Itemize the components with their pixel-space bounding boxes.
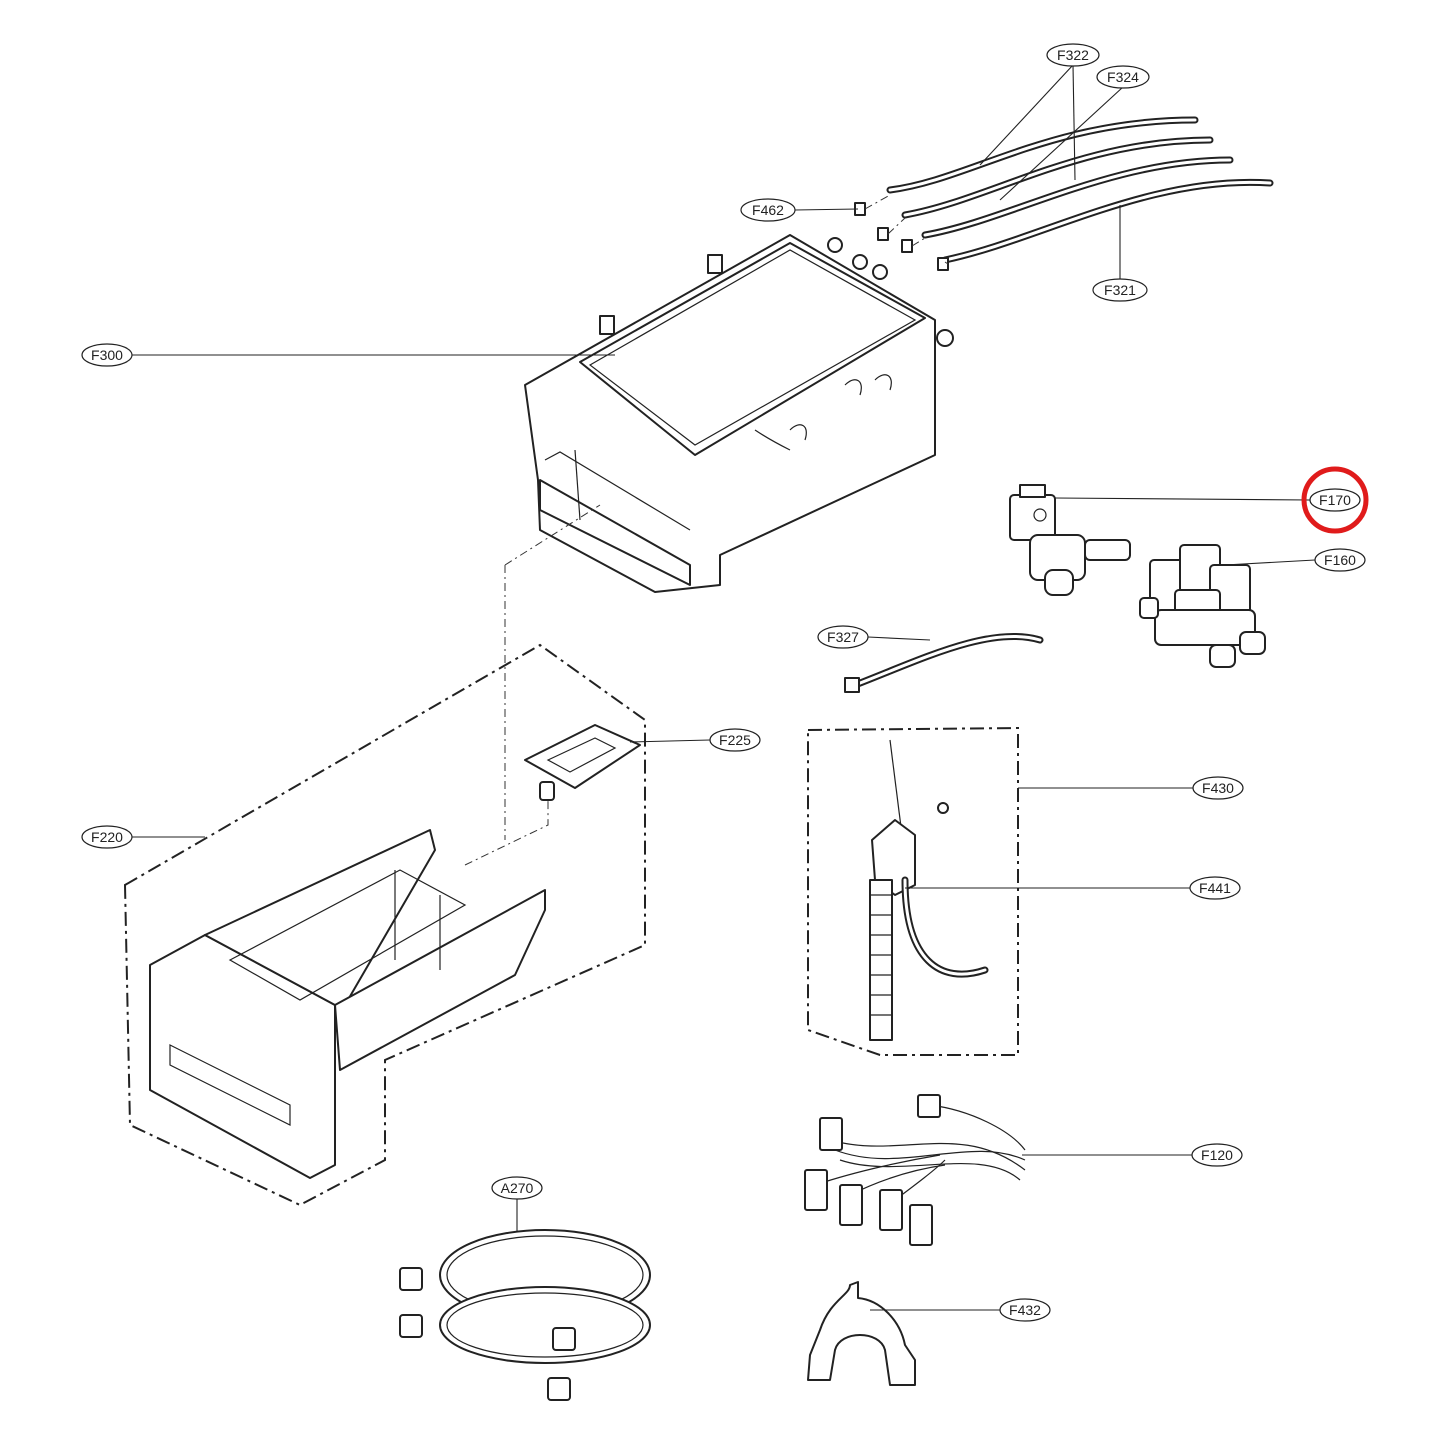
- label-F220[interactable]: F220: [81, 825, 133, 849]
- svg-text:F327: F327: [827, 629, 859, 645]
- label-F430[interactable]: F430: [1192, 776, 1244, 800]
- svg-text:F462: F462: [752, 202, 784, 218]
- label-F225[interactable]: F225: [709, 728, 761, 752]
- water-valve-single: [1009, 484, 1131, 596]
- svg-text:F170: F170: [1319, 492, 1351, 508]
- svg-text:F322: F322: [1057, 47, 1089, 63]
- label-F321[interactable]: F321: [1092, 278, 1148, 302]
- label-F120[interactable]: F120: [1191, 1143, 1243, 1167]
- siphon-cap: [524, 724, 641, 801]
- leader-lines: [132, 64, 1316, 1311]
- label-F432[interactable]: F432: [999, 1298, 1051, 1322]
- label-F327[interactable]: F327: [817, 625, 869, 649]
- hose-guide: [807, 1281, 916, 1386]
- svg-text:F160: F160: [1324, 552, 1356, 568]
- detergent-drawer: [149, 829, 546, 1179]
- label-F441[interactable]: F441: [1189, 876, 1241, 900]
- inlet-hoses: [886, 116, 1274, 264]
- svg-text:F430: F430: [1202, 780, 1234, 796]
- dispenser-housing: [524, 234, 954, 593]
- svg-text:F321: F321: [1104, 282, 1136, 298]
- svg-text:F324: F324: [1107, 69, 1139, 85]
- label-F324[interactable]: F324: [1096, 65, 1150, 89]
- svg-text:A270: A270: [501, 1180, 534, 1196]
- svg-text:F300: F300: [91, 347, 123, 363]
- svg-text:F441: F441: [1199, 880, 1231, 896]
- svg-text:F432: F432: [1009, 1302, 1041, 1318]
- small-hose: [844, 633, 1044, 693]
- svg-text:F120: F120: [1201, 1147, 1233, 1163]
- label-F160[interactable]: F160: [1314, 548, 1366, 572]
- highlight-ring: [1301, 466, 1369, 534]
- label-F170[interactable]: F170: [1309, 488, 1361, 512]
- label-A270[interactable]: A270: [491, 1176, 543, 1200]
- drain-hose-assembly: [807, 726, 1019, 1056]
- drawer-assembly-outline: [123, 504, 646, 1207]
- label-F322[interactable]: F322: [1046, 43, 1100, 67]
- label-F462[interactable]: F462: [740, 198, 796, 222]
- label-F300[interactable]: F300: [81, 343, 133, 367]
- hose-clamps: [854, 194, 949, 271]
- part-labels: F322 F324 F462 F321 F300 F170 F160: [81, 43, 1369, 1322]
- wire-harness: [804, 1094, 1026, 1246]
- supply-hose-coil: [399, 1198, 651, 1401]
- svg-text:F225: F225: [719, 732, 751, 748]
- svg-text:F220: F220: [91, 829, 123, 845]
